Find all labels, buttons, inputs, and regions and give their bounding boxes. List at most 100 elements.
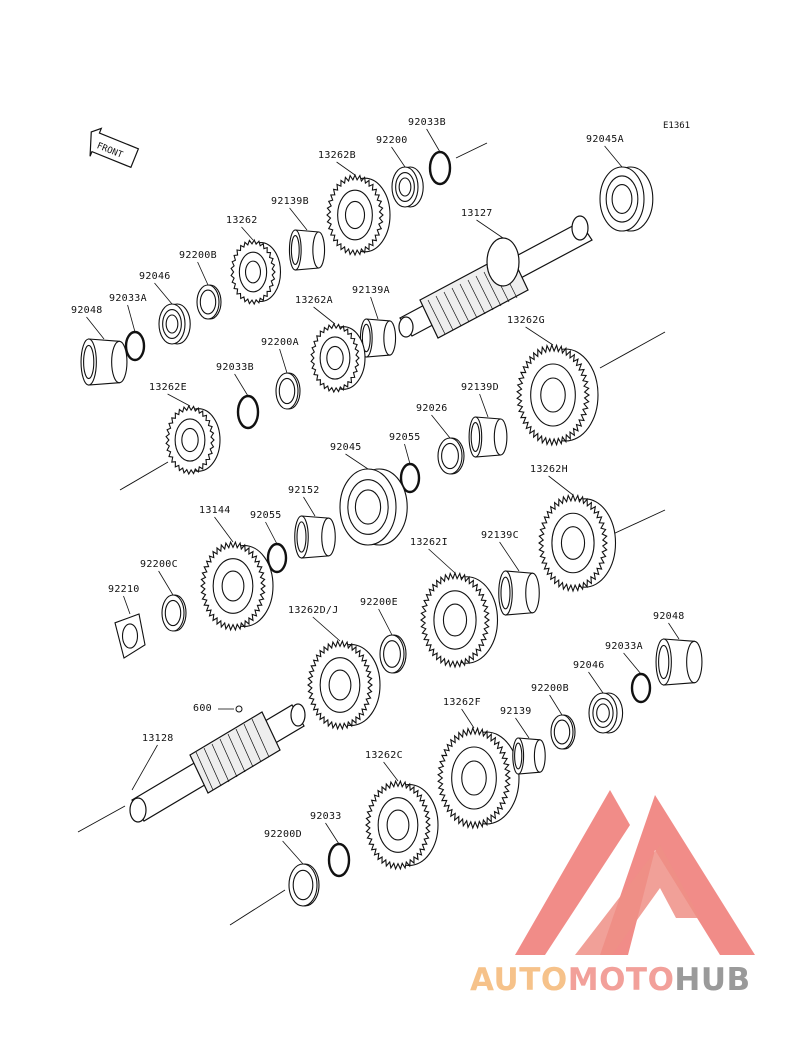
part-label[interactable]: 92033A <box>605 641 643 652</box>
part-label[interactable]: 92200E <box>360 597 398 608</box>
leader-line <box>313 306 336 325</box>
leader-line <box>479 393 489 418</box>
part-92200a-washer <box>275 348 301 410</box>
leader-line <box>391 146 406 168</box>
part-label[interactable]: 92139C <box>481 530 519 541</box>
part-label[interactable]: 13262B <box>318 150 356 161</box>
leader-line <box>604 145 623 168</box>
leader-line <box>289 207 308 231</box>
part-label[interactable]: 13262F <box>443 697 481 708</box>
part-label[interactable]: 13262 <box>226 215 258 226</box>
leader-line <box>154 282 173 305</box>
leader-line <box>525 326 554 346</box>
part-92046-bearing <box>154 282 191 345</box>
part-92210-nut <box>114 595 146 659</box>
part-label[interactable]: 13262I <box>410 537 448 548</box>
part-13127-shaft <box>398 215 593 339</box>
part-92048-bushing <box>80 316 128 386</box>
part-label[interactable]: 92200B <box>179 250 217 261</box>
part-label[interactable]: 92033B <box>216 362 254 373</box>
part-label[interactable]: 92200C <box>140 559 178 570</box>
part-label[interactable]: 92055 <box>250 510 282 521</box>
leader-line <box>668 622 680 640</box>
leader-line <box>131 744 158 791</box>
part-label[interactable]: 92200A <box>261 337 299 348</box>
leader-line <box>123 595 131 615</box>
watermark-auto: AUTO <box>470 962 568 998</box>
part-label[interactable]: 13127 <box>461 208 493 219</box>
part-label[interactable]: 92033B <box>408 117 446 128</box>
part-label[interactable]: 92026 <box>416 403 448 414</box>
watermark-moto: MOTO <box>567 962 675 998</box>
part-13262d-j-gear <box>307 616 381 731</box>
part-label[interactable]: 13262C <box>365 750 403 761</box>
part-label[interactable]: 92139D <box>461 382 499 393</box>
part-label[interactable]: 92033 <box>310 811 342 822</box>
leader-line <box>86 316 105 340</box>
part-92139b-bushing <box>288 207 326 271</box>
part-13262b-gear <box>326 161 391 257</box>
diagram-code: E1361 <box>663 121 691 131</box>
part-label[interactable]: 92045A <box>586 134 624 145</box>
leader-line <box>214 516 234 543</box>
part-label[interactable]: 92045 <box>330 442 362 453</box>
part-13127-shaft <box>476 219 504 239</box>
part-label[interactable]: 92200 <box>376 135 408 146</box>
part-13262-gear <box>230 226 282 306</box>
leader-line <box>370 296 379 320</box>
part-label[interactable]: 13262E <box>149 382 187 393</box>
part-92200-bearing <box>391 146 424 208</box>
leader-line <box>549 694 563 716</box>
part-label[interactable]: 92055 <box>389 432 421 443</box>
part-label[interactable]: 92046 <box>139 271 171 282</box>
leader-line <box>428 548 456 574</box>
part-label[interactable]: 92046 <box>573 660 605 671</box>
leader-line <box>197 261 209 286</box>
part-label[interactable]: 13262G <box>507 315 545 326</box>
watermark-hub: HUB <box>674 962 751 998</box>
part-92046-bearing <box>588 671 624 734</box>
part-label[interactable]: 92048 <box>653 611 685 622</box>
part-92033a-ring <box>623 652 652 704</box>
part-label[interactable]: 13144 <box>199 505 231 516</box>
part-92139-bushing <box>512 717 546 775</box>
part-label[interactable]: 92139A <box>352 285 390 296</box>
part-13144-gear <box>200 516 274 632</box>
part-label[interactable]: 13262D/J <box>288 605 339 616</box>
leader-line <box>279 348 288 374</box>
part-label[interactable]: 92200B <box>531 683 569 694</box>
part-92045a-bearing <box>599 145 654 232</box>
part-92200c-washer <box>158 570 187 632</box>
leader-line <box>461 708 475 729</box>
part-92200b-washer <box>196 261 222 320</box>
part-label[interactable]: 92139B <box>271 196 309 207</box>
part-13262a-gear <box>310 306 366 394</box>
part-label[interactable]: 92048 <box>71 305 103 316</box>
part-label[interactable]: 13262A <box>295 295 333 306</box>
part-label[interactable]: 92033A <box>109 293 147 304</box>
part-label[interactable]: 92139 <box>500 706 532 717</box>
leader-line <box>336 161 356 176</box>
part-92033b-ring <box>426 128 452 186</box>
part-label[interactable]: 92200D <box>264 829 302 840</box>
part-92033b-ring <box>234 373 260 430</box>
watermark-text: AUTOMOTOHUB <box>470 962 751 998</box>
part-92200d-washer <box>282 840 320 907</box>
part-92033-ring <box>325 822 351 878</box>
callout-600: 600 <box>193 703 212 714</box>
leader-line <box>548 475 574 496</box>
part-label[interactable]: 92210 <box>108 584 140 595</box>
part-92139a-bushing <box>359 296 397 358</box>
leader-line <box>282 840 304 865</box>
leader-line <box>623 652 642 675</box>
part-label[interactable]: 13128 <box>142 733 174 744</box>
part-label[interactable]: 92152 <box>288 485 320 496</box>
part-13128-shaft <box>129 703 306 823</box>
leader-line <box>345 453 369 470</box>
part-label[interactable]: 13262H <box>530 464 568 475</box>
part-92048-bushing <box>655 622 703 686</box>
part-13262h-gear <box>538 475 617 593</box>
leader-line <box>476 219 504 239</box>
